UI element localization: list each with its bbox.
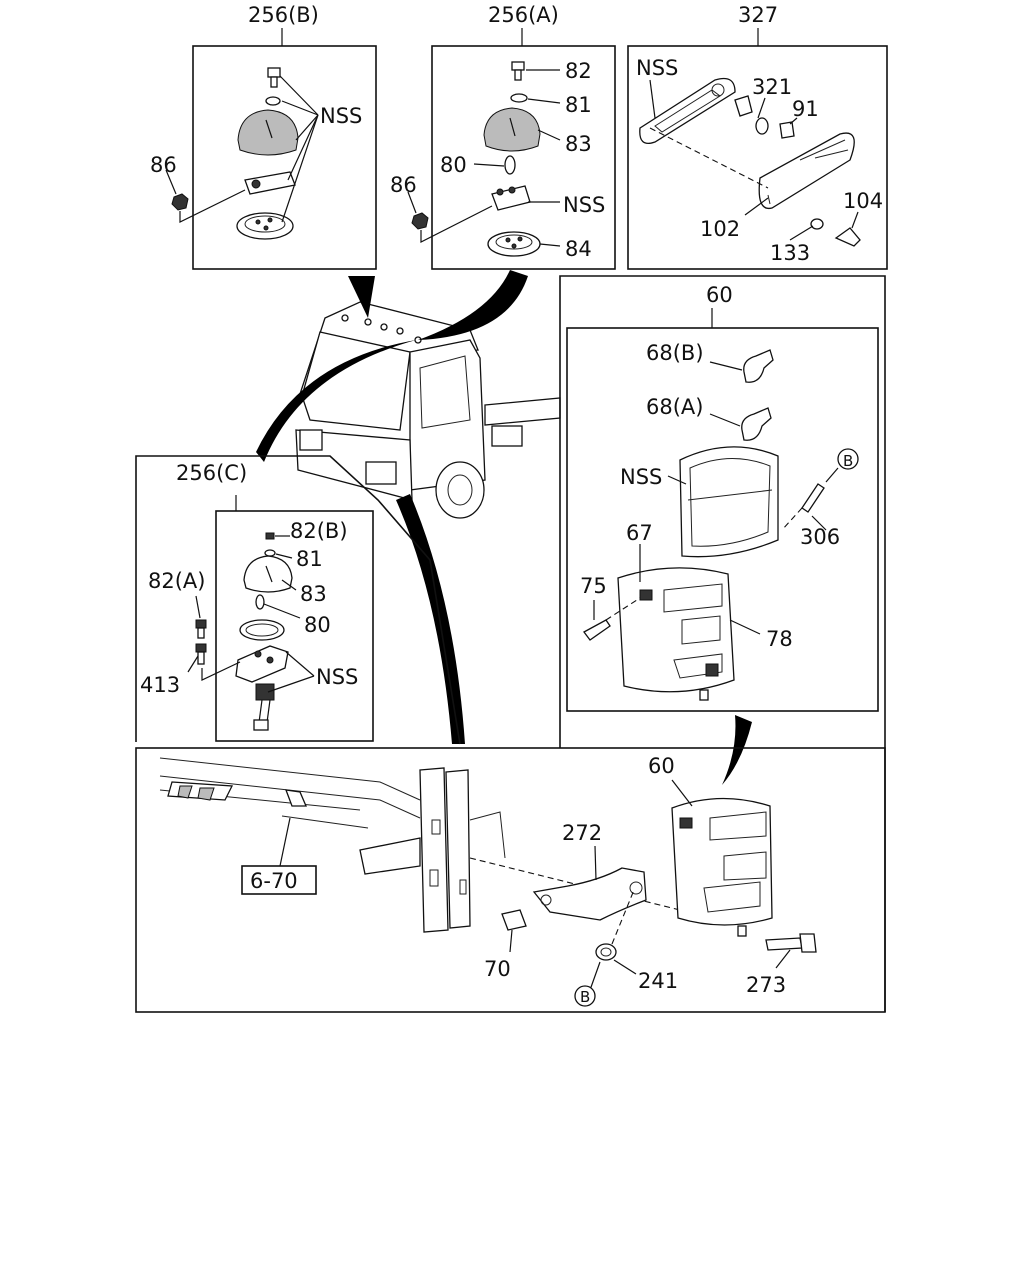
label-273: 273 bbox=[746, 973, 786, 997]
label-83: 83 bbox=[565, 132, 592, 156]
label-241: 241 bbox=[638, 969, 678, 993]
label-86-a: 86 bbox=[390, 173, 417, 197]
label-60-bottom: 60 bbox=[648, 754, 675, 778]
panel-60-upper bbox=[559, 275, 886, 1012]
label-nss-a: NSS bbox=[563, 193, 605, 217]
label-nss-b: NSS bbox=[320, 104, 362, 128]
label-nss-60: NSS bbox=[620, 465, 662, 489]
label-81: 81 bbox=[565, 93, 592, 117]
label-75: 75 bbox=[580, 574, 607, 598]
label-413: 413 bbox=[140, 673, 180, 697]
label-67: 67 bbox=[626, 521, 653, 545]
callout-labels: 256(B) 256(A) 327 86 NSS 82 81 83 80 86 … bbox=[140, 3, 883, 1006]
label-82a-c: 82(A) bbox=[148, 569, 205, 593]
label-82b-c: 82(B) bbox=[290, 519, 348, 543]
panel-lower bbox=[135, 747, 886, 1013]
panel-256c bbox=[135, 455, 461, 745]
label-91: 91 bbox=[792, 97, 819, 121]
label-306: 306 bbox=[800, 525, 840, 549]
label-82: 82 bbox=[565, 59, 592, 83]
label-83-c: 83 bbox=[300, 582, 327, 606]
label-78: 78 bbox=[766, 627, 793, 651]
label-68b: 68(B) bbox=[646, 341, 704, 365]
panel-256b bbox=[165, 28, 377, 270]
label-327: 327 bbox=[738, 3, 778, 27]
label-133: 133 bbox=[770, 241, 810, 265]
label-60-top: 60 bbox=[706, 283, 733, 307]
panel-327 bbox=[627, 28, 888, 270]
label-80: 80 bbox=[440, 153, 467, 177]
label-321: 321 bbox=[752, 75, 792, 99]
label-86-b: 86 bbox=[150, 153, 177, 177]
label-ref-b-bottom: B bbox=[580, 988, 590, 1006]
label-84: 84 bbox=[565, 237, 592, 261]
label-272: 272 bbox=[562, 821, 602, 845]
label-ref-6-70: 6-70 bbox=[250, 869, 298, 893]
label-nss-c: NSS bbox=[316, 665, 358, 689]
label-68a: 68(A) bbox=[646, 395, 703, 419]
label-256a: 256(A) bbox=[488, 3, 559, 27]
label-102: 102 bbox=[700, 217, 740, 241]
label-104: 104 bbox=[843, 189, 883, 213]
panel-256a bbox=[407, 28, 616, 270]
label-nss-327: NSS bbox=[636, 56, 678, 80]
label-81-c: 81 bbox=[296, 547, 323, 571]
truck-cab bbox=[256, 270, 752, 785]
label-80-c: 80 bbox=[304, 613, 331, 637]
label-ref-b-top: B bbox=[843, 452, 853, 470]
label-256b: 256(B) bbox=[248, 3, 319, 27]
label-70: 70 bbox=[484, 957, 511, 981]
label-256c: 256(C) bbox=[176, 461, 247, 485]
